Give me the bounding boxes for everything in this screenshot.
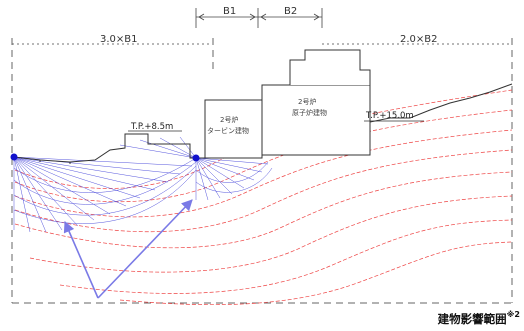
turbine-building-label-1: 2号炉 bbox=[220, 115, 238, 124]
elevation-left: T.P.+8.5m bbox=[128, 122, 182, 132]
pointer-arrows bbox=[63, 199, 193, 299]
reactor-building-label-1: 2号炉 bbox=[298, 97, 316, 106]
reactor-building: 2号炉 原子炉建物 bbox=[261, 49, 371, 156]
dimension-lines bbox=[12, 8, 512, 45]
caption-note: ※2 bbox=[506, 310, 520, 319]
turbine-building: 2号炉 タービン建物 bbox=[204, 99, 263, 159]
turbine-building-label-2: タービン建物 bbox=[207, 126, 249, 135]
caption-main: 建物影響範囲 bbox=[437, 312, 507, 326]
dim-left-multiple: 3.0×B1 bbox=[100, 34, 138, 45]
elevation-left-label: T.P.+8.5m bbox=[130, 122, 173, 132]
influence-range-caption: 建物影響範囲※2 bbox=[437, 310, 520, 327]
dim-b2-label: B2 bbox=[284, 6, 297, 17]
arrow-left bbox=[63, 220, 99, 299]
slip-surface-lines bbox=[14, 89, 513, 306]
arrow-right bbox=[97, 199, 193, 299]
dim-b1-label: B1 bbox=[223, 6, 236, 17]
fan-lines-left bbox=[13, 156, 197, 233]
elevation-right: T.P.+15.0m bbox=[364, 111, 424, 122]
influence-frame bbox=[11, 38, 513, 304]
reactor-building-label-2: 原子炉建物 bbox=[292, 108, 327, 117]
elevation-right-label: T.P.+15.0m bbox=[365, 111, 414, 121]
marker-right bbox=[192, 154, 200, 162]
dim-right-multiple: 2.0×B2 bbox=[400, 34, 438, 45]
marker-left bbox=[10, 153, 18, 161]
fan-lines-right bbox=[119, 136, 273, 201]
